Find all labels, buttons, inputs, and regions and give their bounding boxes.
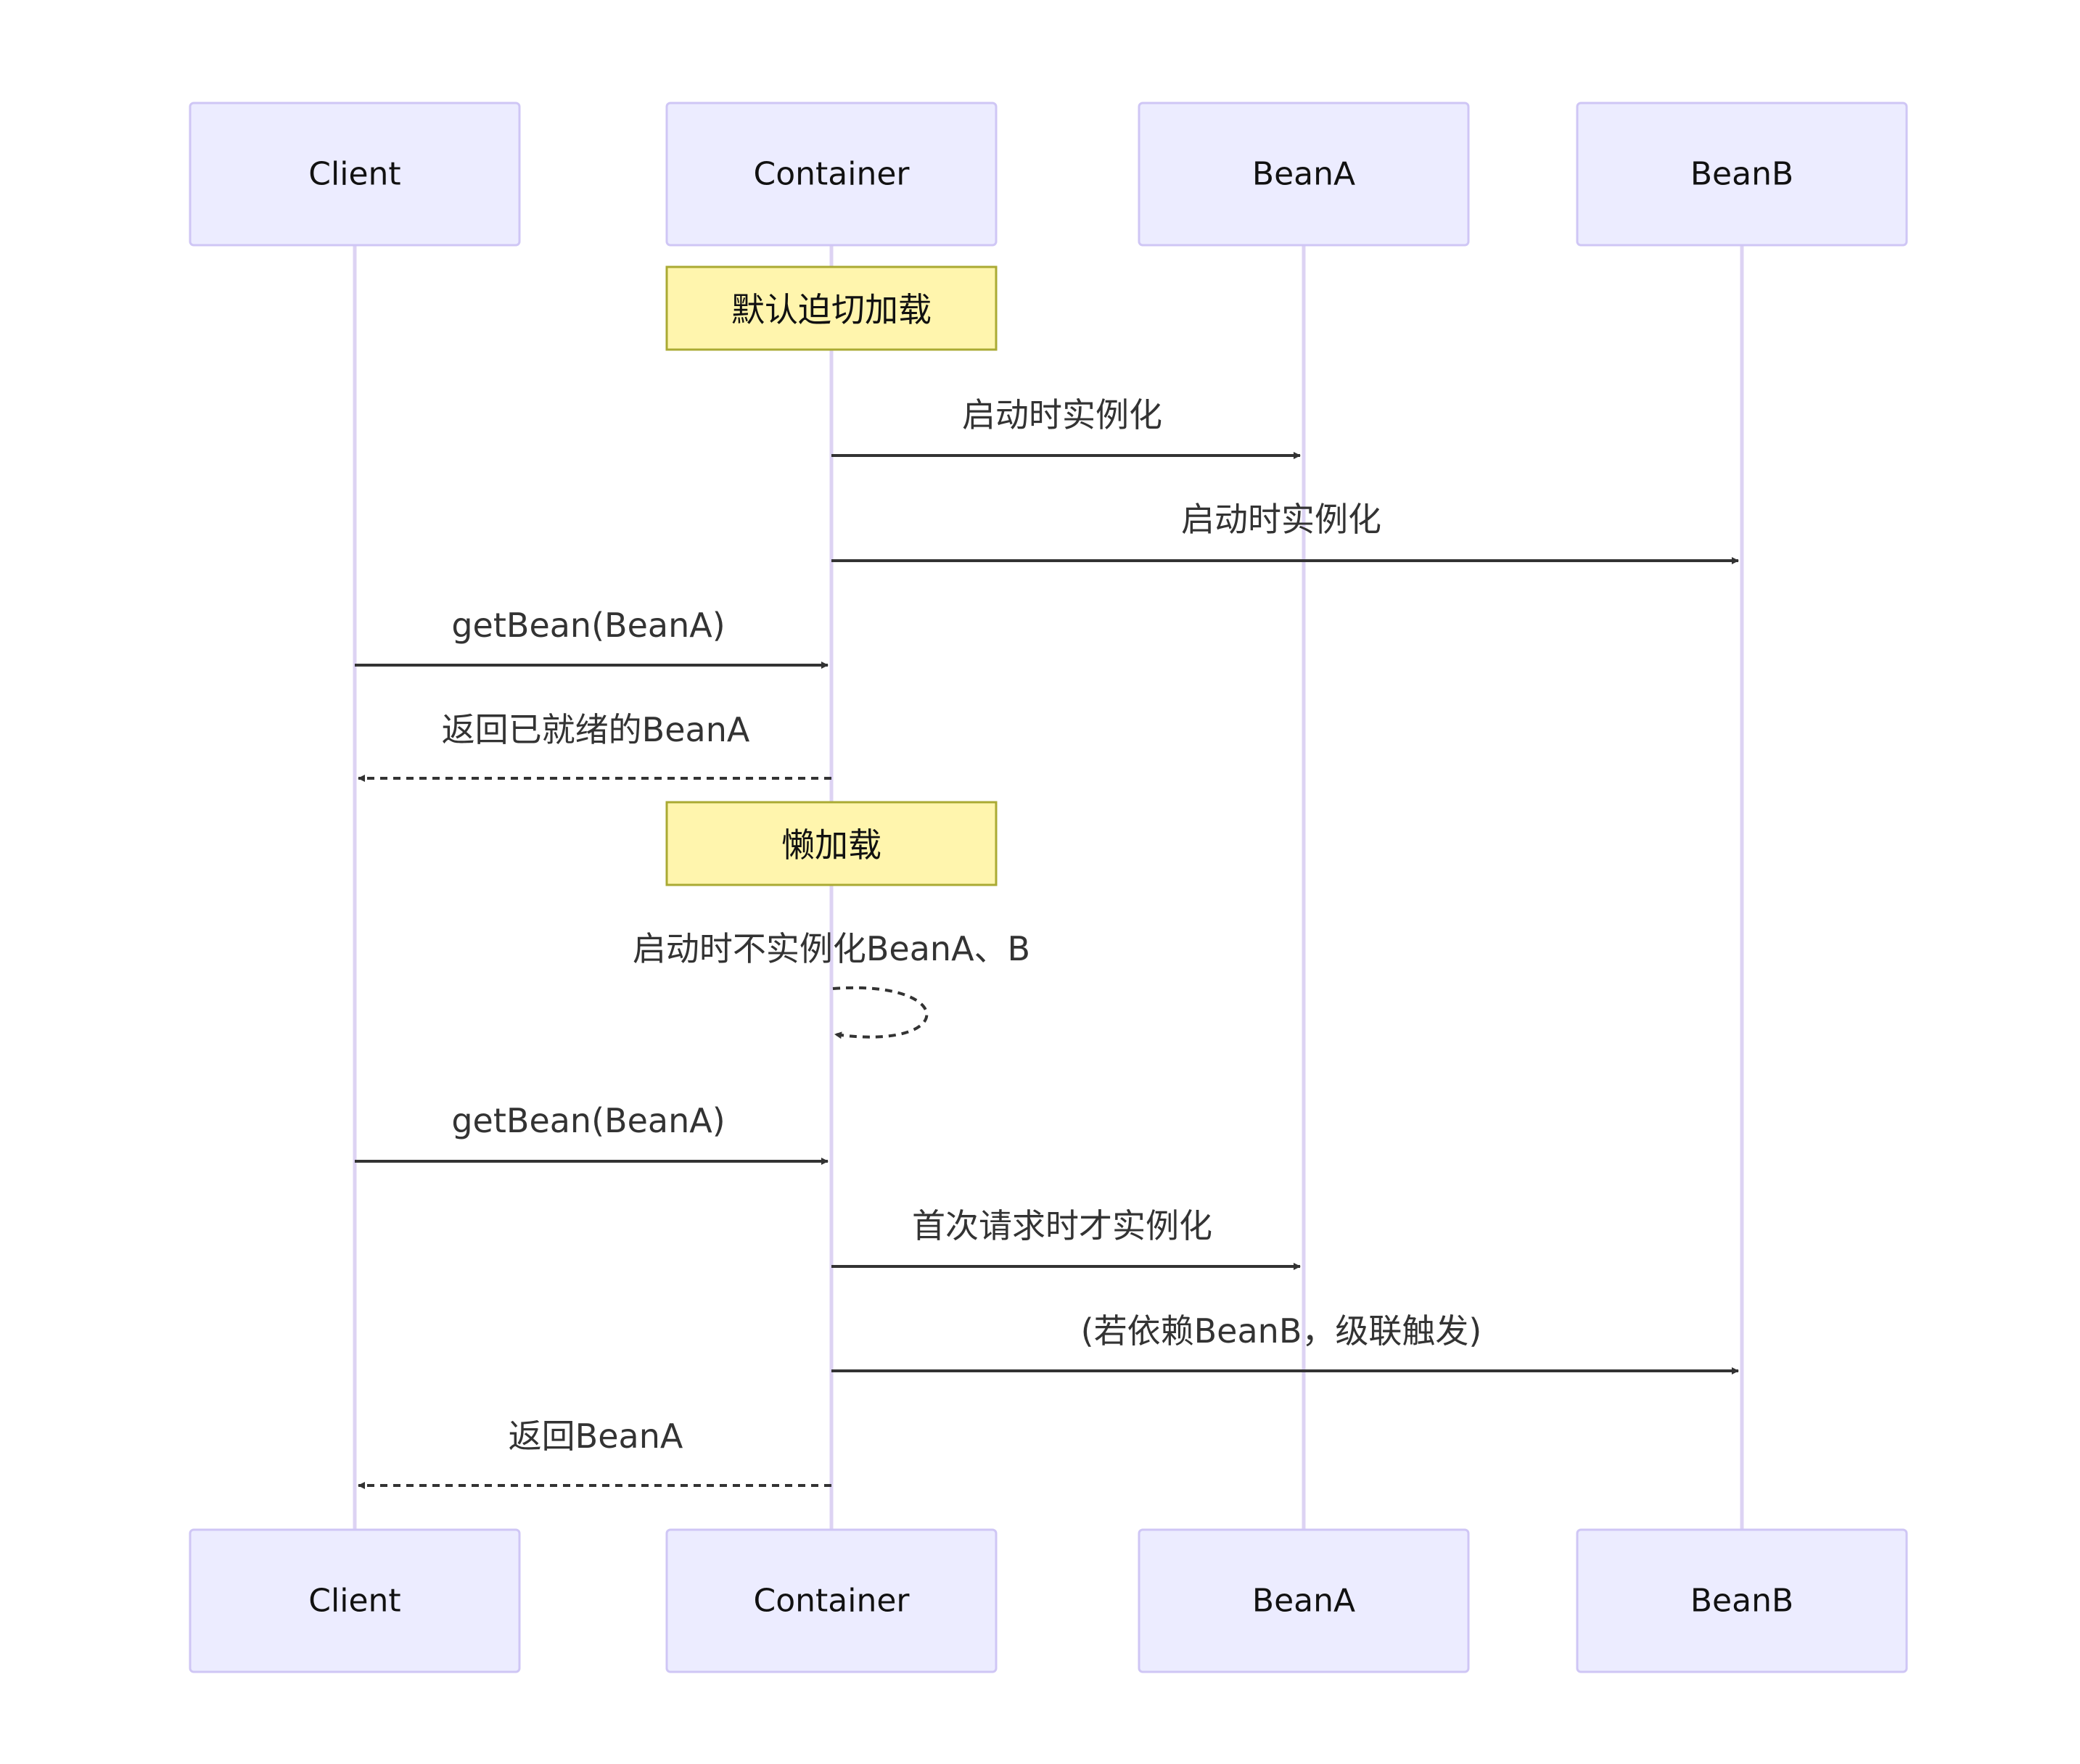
actor-beanb-bottom: BeanB: [1576, 1528, 1908, 1673]
message-label: getBean(BeanA): [451, 606, 725, 645]
message-return-ready-beana: 返回已就绪的BeanA: [358, 710, 831, 782]
messages: 启动时实例化 启动时实例化 getBean(BeanA) Client --> …: [355, 395, 1739, 1489]
message-container-to-beanb-cascade: (若依赖BeanB，级联触发): [831, 1311, 1739, 1374]
actor-label: Client: [308, 156, 400, 193]
actor-label: BeanA: [1252, 1583, 1355, 1620]
message-label: 返回BeanA: [509, 1417, 683, 1456]
message-label: 启动时实例化: [1181, 500, 1381, 539]
note-text: 懒加载: [781, 825, 881, 865]
message-container-self-no-instantiate: 启动时不实例化BeanA、B: [633, 929, 1030, 1039]
actors-top: Client Container BeanA BeanB: [189, 102, 1908, 247]
actor-container-top: Container: [665, 102, 998, 247]
actor-label: BeanB: [1690, 156, 1793, 193]
note-text: 默认迫切加载: [731, 290, 932, 329]
message-container-to-beana-startup: 启动时实例化: [831, 395, 1301, 459]
message-container-to-beanb-startup: 启动时实例化: [831, 500, 1739, 564]
actor-beanb-top: BeanB: [1576, 102, 1908, 247]
actors-bottom: Client Container BeanA BeanB: [189, 1528, 1908, 1673]
message-return-beana: 返回BeanA: [358, 1417, 831, 1489]
message-self-loop-arrow: [832, 986, 929, 1039]
actor-client-top: Client: [189, 102, 521, 247]
actor-beana-top: BeanA: [1138, 102, 1470, 247]
message-container-to-beana-first-request: 首次请求时才实例化: [831, 1206, 1301, 1270]
message-client-getbean-2: getBean(BeanA): [355, 1101, 829, 1165]
message-label: 启动时不实例化BeanA、B: [633, 929, 1030, 968]
message-label: (若依赖BeanB，级联触发): [1081, 1311, 1482, 1351]
actor-label: Container: [753, 1583, 910, 1620]
message-label: 返回已就绪的BeanA: [442, 710, 750, 749]
actor-label: BeanA: [1252, 156, 1355, 193]
actor-beana-bottom: BeanA: [1138, 1528, 1470, 1673]
message-label: getBean(BeanA): [451, 1101, 725, 1140]
message-label: 首次请求时才实例化: [912, 1206, 1212, 1245]
note-lazy-loading: 懒加载: [665, 801, 998, 886]
actor-label: Client: [308, 1583, 400, 1620]
actor-label: Container: [753, 156, 910, 193]
note-eager-loading: 默认迫切加载: [665, 265, 998, 351]
lifelines: [353, 245, 1744, 1530]
actor-client-bottom: Client: [189, 1528, 521, 1673]
actor-label: BeanB: [1690, 1583, 1793, 1620]
notes: 默认迫切加载 懒加载: [665, 265, 998, 886]
message-client-getbean-1: getBean(BeanA): [355, 606, 829, 669]
message-label: 启动时实例化: [962, 395, 1162, 434]
actor-container-bottom: Container: [665, 1528, 998, 1673]
